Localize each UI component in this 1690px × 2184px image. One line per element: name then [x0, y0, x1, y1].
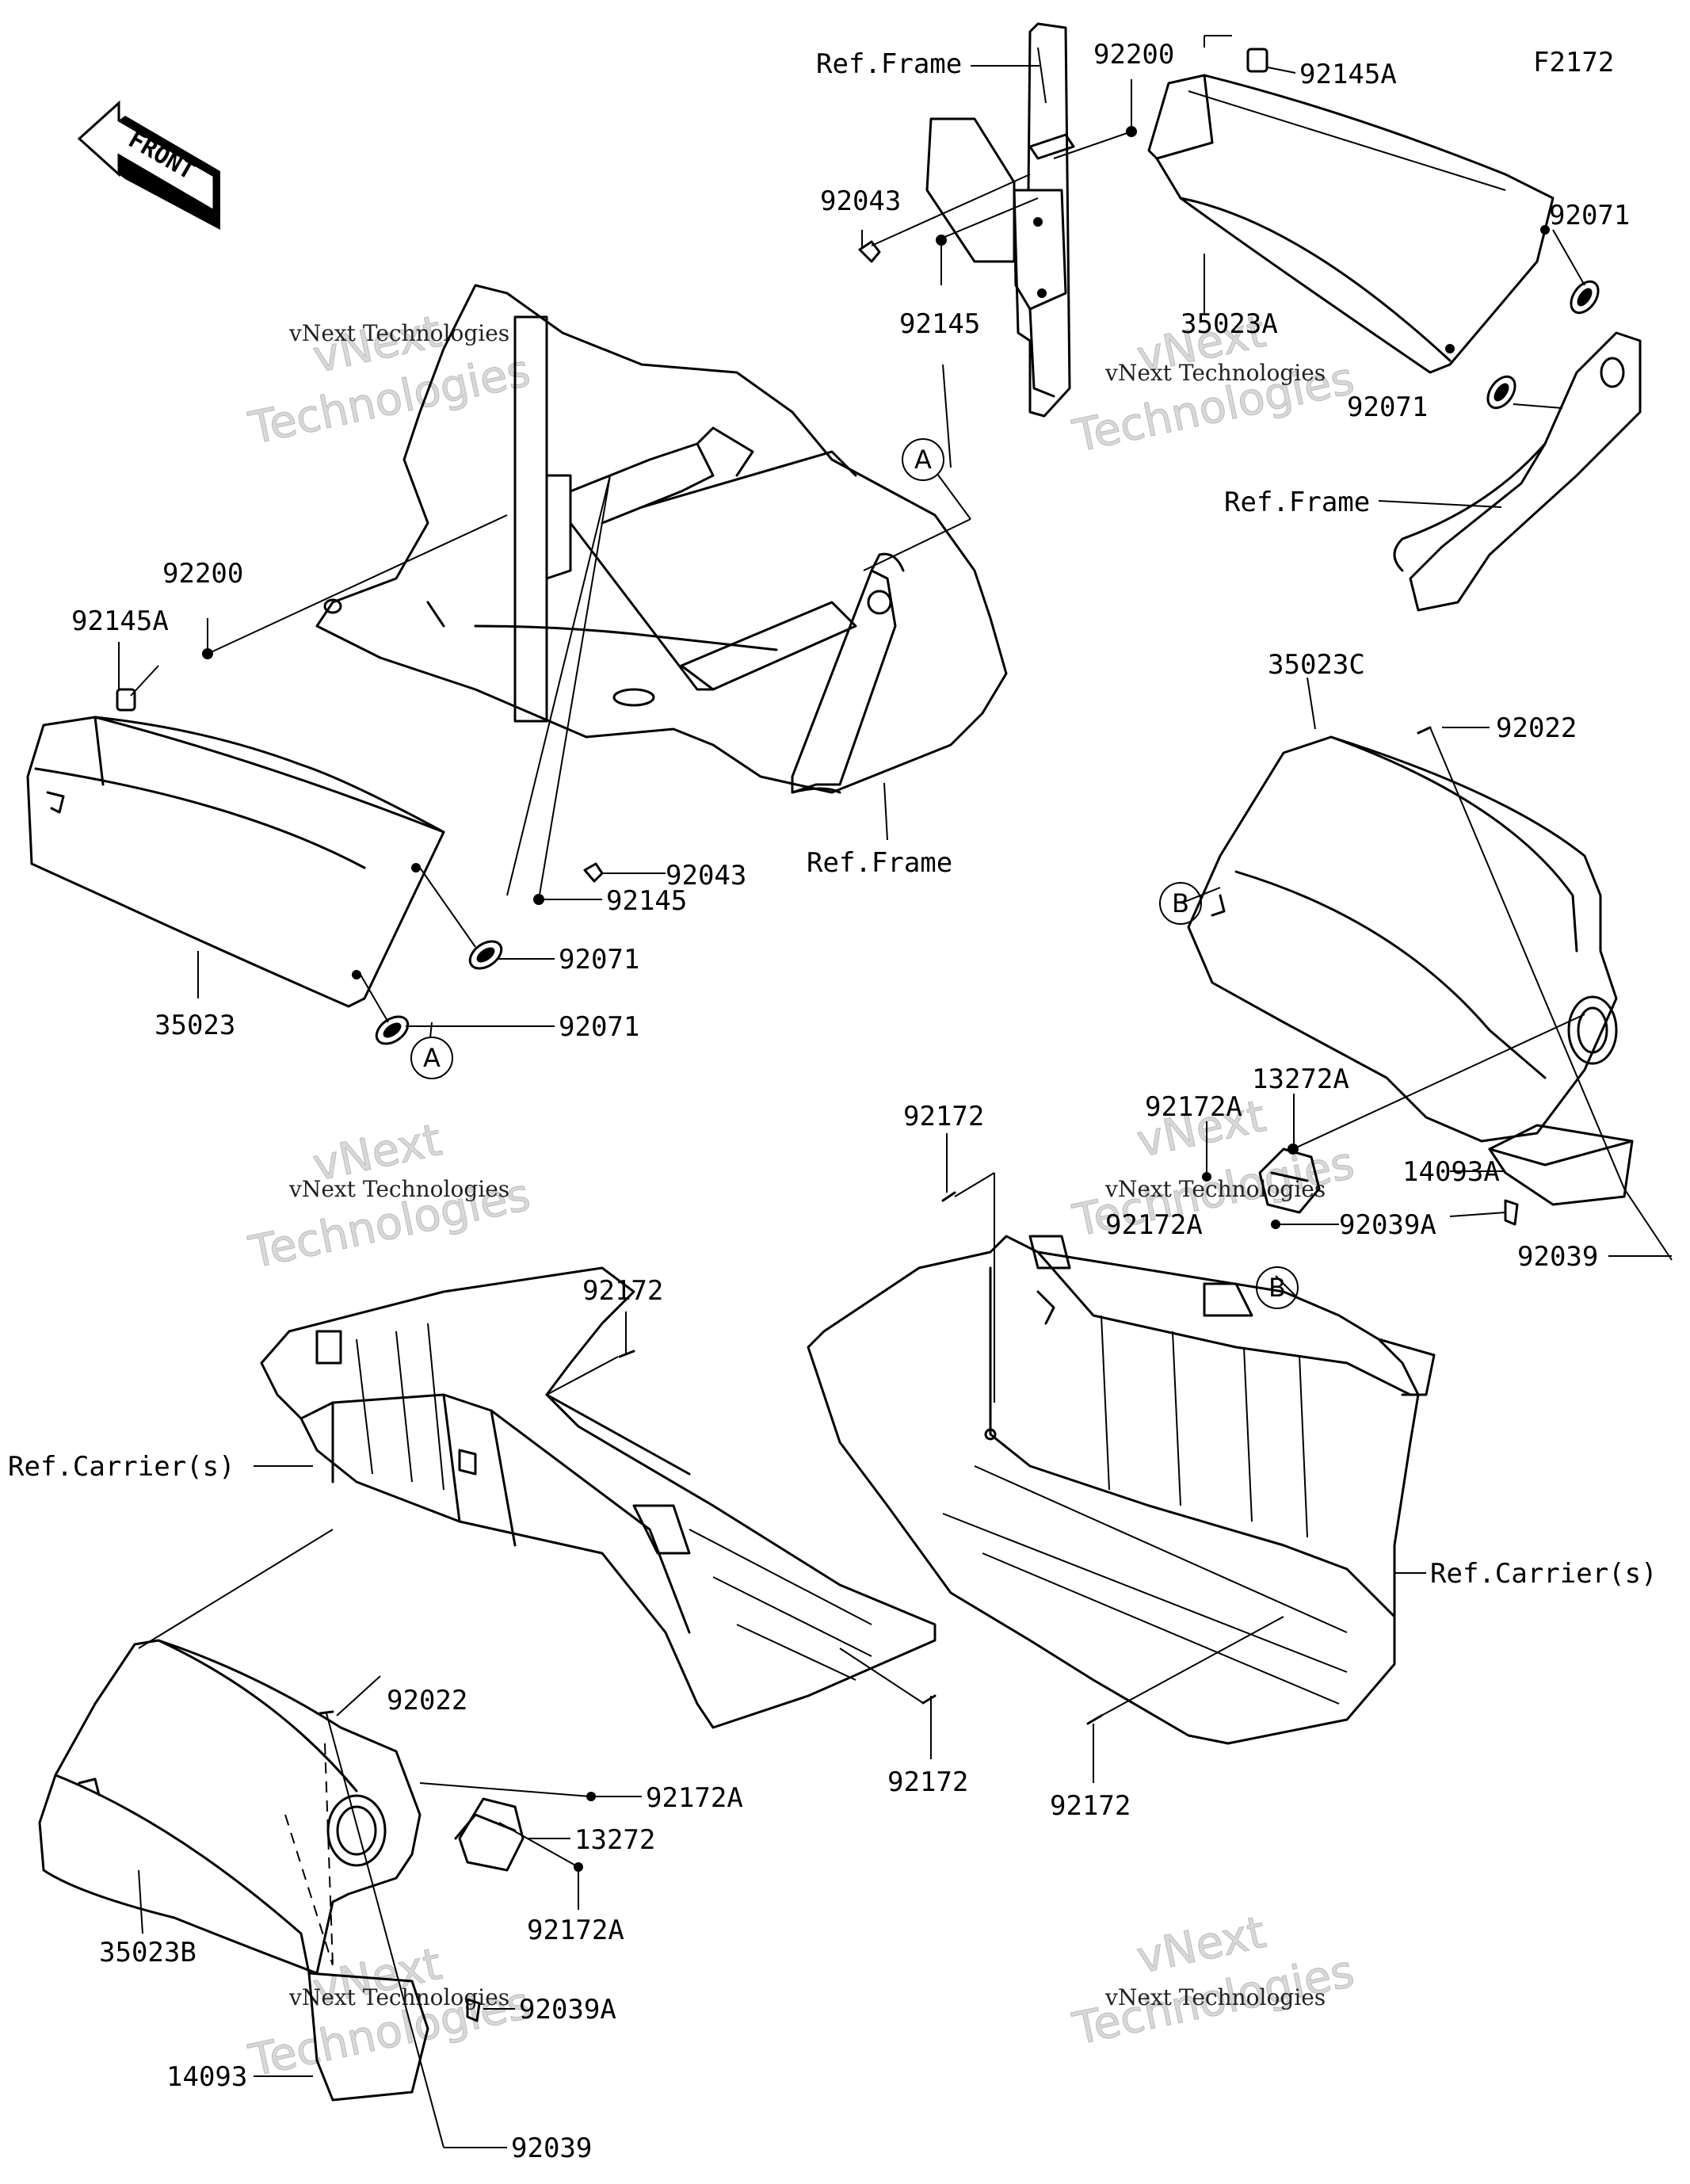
part-92145A-top: 92145A [1299, 59, 1397, 90]
part-92172-4: 92172 [1050, 1790, 1131, 1822]
figure-code: F2172 [1533, 47, 1614, 78]
part-92172-1: 92172 [903, 1101, 984, 1132]
part-92071-r1: 92071 [1549, 200, 1630, 231]
carrier-right [807, 1235, 1436, 1745]
screw-92039A-r [1504, 1199, 1519, 1226]
clip-92145A-left [116, 688, 136, 712]
pin-92022-l [319, 1710, 334, 1715]
part-92172A-r1: 92172A [1145, 1091, 1242, 1123]
clamp-13272 [454, 1797, 525, 1872]
part-92043-top: 92043 [820, 185, 901, 217]
callout-a2-label: A [423, 1043, 441, 1073]
watermark-text: vNext Technologies [1104, 360, 1326, 386]
part-92172-3: 92172 [887, 1766, 968, 1798]
grommet-92071-r2 [1486, 375, 1516, 410]
callout-b2-label: B [1268, 1273, 1286, 1303]
part-92039-l: 92039 [511, 2132, 592, 2164]
clip-92145A-top [1246, 48, 1268, 73]
frame-piece-right [1393, 331, 1642, 612]
callout-a1: A [902, 438, 944, 481]
part-92022-r: 92022 [1496, 712, 1577, 744]
part-92145-top: 92145 [899, 308, 980, 340]
front-arrow-icon: FRONT [77, 100, 220, 230]
watermark-text: vNext Technologies [1104, 1984, 1326, 2010]
callout-a2: A [410, 1037, 453, 1079]
part-92043-mid: 92043 [666, 860, 746, 892]
part-35023B: 35023B [99, 1937, 196, 1968]
grommet-92071-r1 [1570, 280, 1600, 315]
part-13272A: 13272A [1252, 1063, 1349, 1095]
vehicle-frame-center [315, 284, 1008, 794]
part-92172A-l2: 92172A [527, 1915, 624, 1946]
watermark-text: vNext Technologies [288, 1176, 509, 1202]
ref-frame-top: Ref.Frame [816, 48, 962, 80]
part-13272: 13272 [574, 1824, 655, 1856]
bolt-92172-4 [1086, 1714, 1103, 1725]
part-92071-l1: 92071 [559, 944, 639, 976]
part-92039A-l: 92039A [519, 1994, 616, 2026]
part-92039-r: 92039 [1517, 1241, 1598, 1273]
part-35023: 35023 [155, 1010, 235, 1041]
bolt-92172-2 [921, 1694, 937, 1705]
part-92071-r2: 92071 [1347, 391, 1428, 423]
part-92022-l: 92022 [387, 1685, 467, 1716]
part-92172A-l1: 92172A [646, 1782, 743, 1814]
leader-lines [118, 35, 1672, 2148]
frame-bracket-top [925, 22, 1075, 418]
pin-92022-r [1417, 726, 1432, 735]
grommet-92071-l2 [375, 1015, 410, 1045]
part-92145-mid: 92145 [606, 885, 687, 917]
callout-a1-label: A [914, 445, 932, 475]
part-35023C: 35023C [1268, 649, 1365, 681]
bolt-92172-3 [941, 1191, 956, 1202]
ref-carrier-right: Ref.Carrier(s) [1430, 1558, 1658, 1590]
part-92200-top: 92200 [1093, 39, 1174, 71]
screw-92039A-l [466, 1998, 481, 2022]
part-14093: 14093 [166, 2061, 247, 2093]
watermark-text: vNext Technologies [288, 1984, 509, 2010]
ref-frame-center: Ref.Frame [807, 847, 952, 879]
panel-35023B [38, 1639, 429, 2102]
panel-35023 [26, 716, 445, 1008]
carrier-left [260, 1266, 937, 1729]
part-14093A: 14093A [1402, 1156, 1500, 1188]
watermark-text: vNext Technologies [288, 320, 509, 346]
part-92039A-r: 92039A [1339, 1209, 1436, 1241]
watermark-group: Technologies vNext vNext Technologies Te… [244, 306, 1359, 2088]
panel-35023A [1147, 74, 1555, 374]
ref-frame-right: Ref.Frame [1224, 487, 1370, 518]
part-92172A-r2: 92172A [1105, 1209, 1203, 1241]
grommet-92071-l1 [468, 940, 503, 970]
part-35023A: 35023A [1181, 308, 1278, 340]
part-92145A-left: 92145A [71, 605, 169, 637]
callout-b1-label: B [1172, 888, 1189, 918]
ref-carrier-left: Ref.Carrier(s) [8, 1451, 235, 1483]
callout-b1: B [1159, 882, 1202, 925]
part-labels: Ref.Frame 92200 92145A 92043 92145 35023… [8, 39, 1658, 2164]
part-92200-left: 92200 [162, 558, 243, 590]
part-92172-2: 92172 [582, 1275, 663, 1307]
callout-b2: B [1256, 1266, 1299, 1309]
watermark-text: vNext Technologies [1104, 1176, 1326, 1202]
part-92071-l2: 92071 [559, 1011, 639, 1043]
panel-35023C [1187, 735, 1634, 1206]
